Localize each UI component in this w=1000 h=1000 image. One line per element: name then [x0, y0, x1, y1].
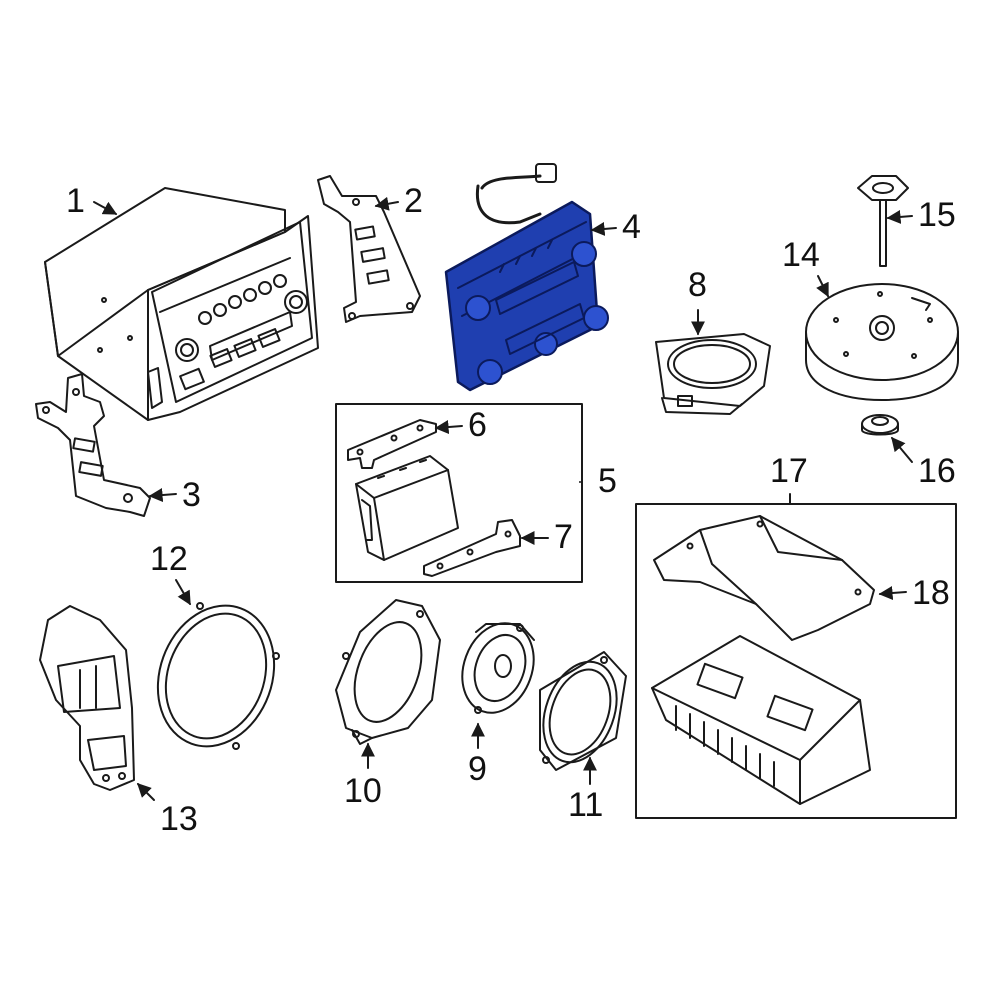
callout-2: 2 — [404, 182, 423, 220]
group-box-5 — [335, 403, 583, 583]
part-1-radio-head-unit[interactable] — [44, 187, 319, 421]
callout-16: 16 — [918, 452, 956, 490]
callout-13: 13 — [160, 800, 198, 838]
part-14-subwoofer[interactable] — [805, 283, 959, 401]
callout-8: 8 — [688, 266, 707, 304]
part-11-door-speaker[interactable] — [530, 651, 629, 773]
part-7-bracket[interactable] — [423, 519, 521, 577]
part-13-speaker-bracket[interactable] — [39, 605, 135, 791]
callout-18: 18 — [912, 574, 950, 612]
part-17-amplifier-unit[interactable] — [651, 635, 871, 805]
callout-5: 5 — [598, 462, 617, 500]
callout-4: 4 — [622, 208, 641, 246]
group-box-17 — [635, 503, 957, 819]
part-10-speaker-enclosure[interactable] — [335, 599, 441, 745]
callout-12: 12 — [150, 540, 188, 578]
callout-15: 15 — [918, 196, 956, 234]
callout-1: 1 — [66, 182, 85, 220]
callout-11: 11 — [568, 786, 604, 824]
part-5-control-module[interactable] — [355, 455, 459, 561]
part-16-washer[interactable] — [861, 414, 899, 436]
part-3-bracket-left[interactable] — [35, 373, 151, 517]
part-4-audio-control-panel[interactable] — [444, 163, 609, 392]
callout-9: 9 — [468, 750, 487, 788]
part-9-midrange-speaker[interactable] — [450, 613, 545, 723]
part-18-amplifier-cover[interactable] — [653, 515, 875, 641]
callout-10: 10 — [344, 772, 382, 810]
callout-7: 7 — [554, 518, 573, 556]
callout-3: 3 — [182, 476, 201, 514]
leader-lines — [93, 196, 913, 801]
part-6-bracket[interactable] — [347, 419, 437, 469]
part-8-tweeter-speaker[interactable] — [655, 333, 771, 415]
part-15-bolt[interactable] — [857, 175, 909, 267]
callout-14: 14 — [782, 236, 820, 274]
callout-17: 17 — [770, 452, 808, 490]
part-12-speaker-gasket[interactable] — [139, 589, 293, 763]
part-2-bracket-right[interactable] — [317, 175, 421, 323]
callout-6: 6 — [468, 406, 487, 444]
